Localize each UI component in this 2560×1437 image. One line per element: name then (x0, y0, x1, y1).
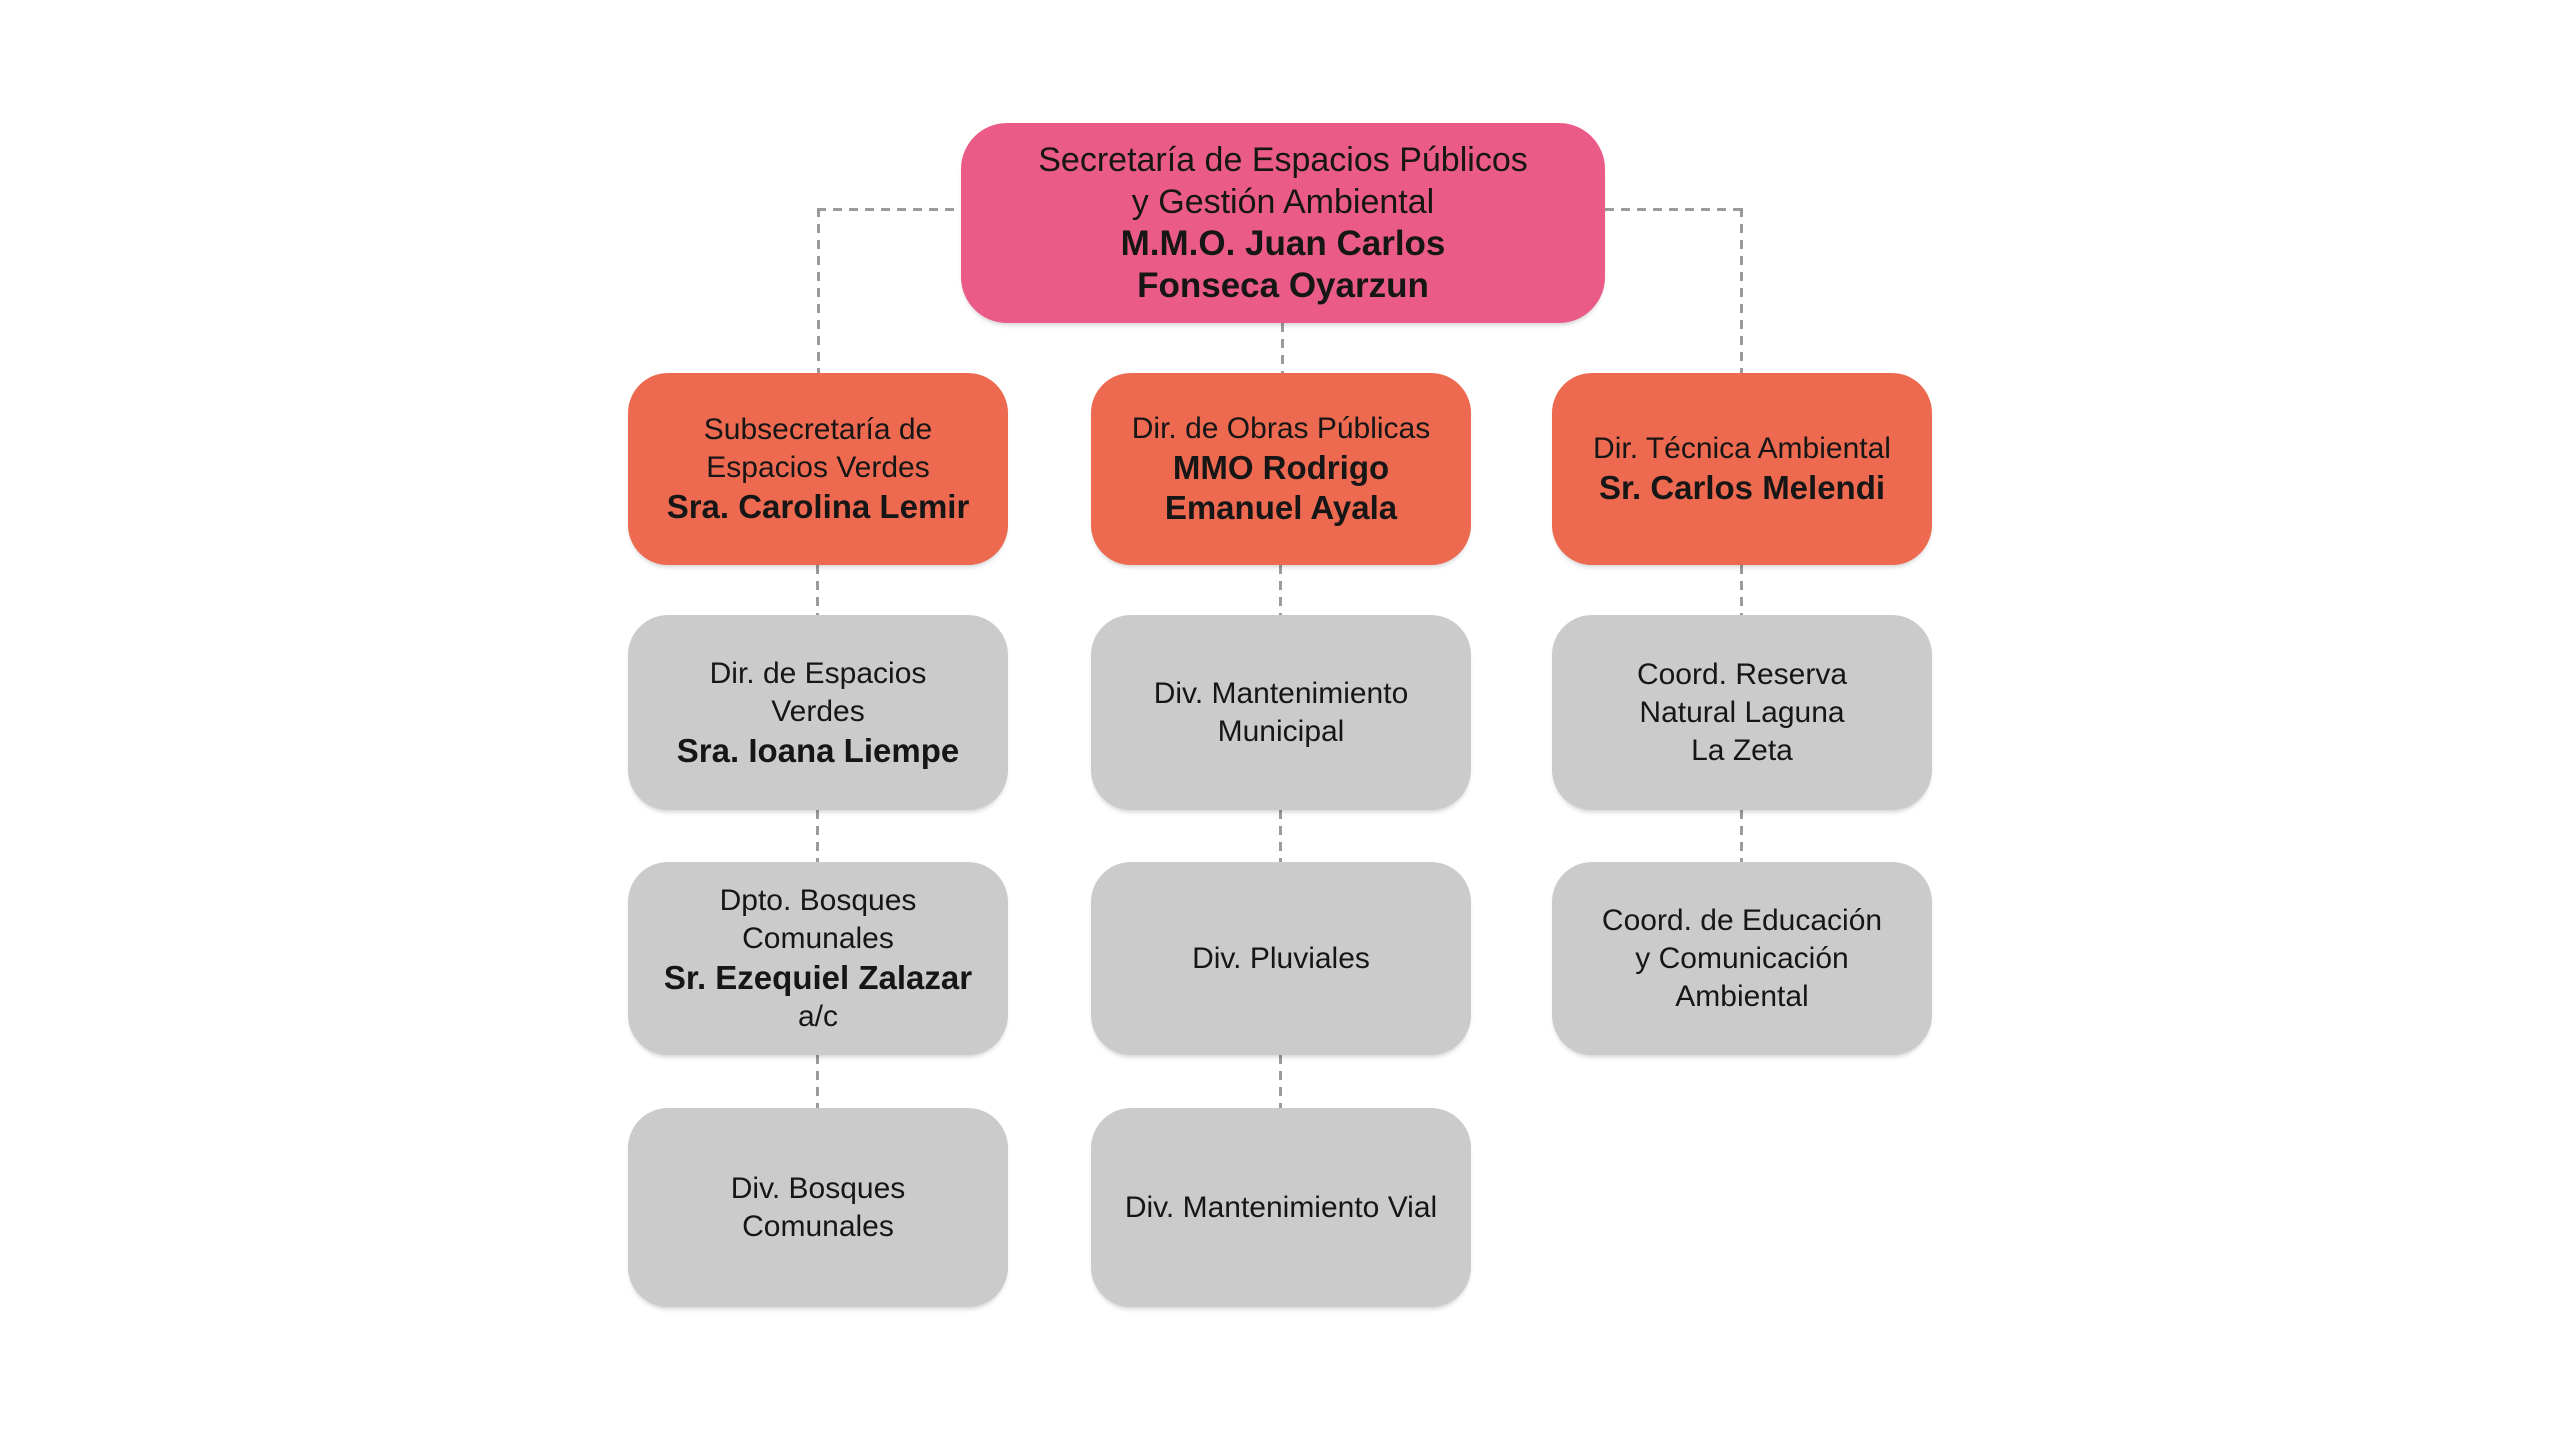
org-box-text-line: Secretaría de Espacios Públicos (1038, 141, 1528, 179)
org-box-text-line: Fonseca Oyarzun (1137, 266, 1429, 305)
org-box-text-line: Div. Mantenimiento Vial (1124, 1190, 1438, 1224)
org-node-div-pluviales: Div. Pluviales (1091, 862, 1471, 1055)
connector-col3-level3-4 (1740, 810, 1743, 862)
org-box-text-line: Sra. Carolina Lemir (666, 488, 970, 525)
org-box-text-line: Dpto. Bosques (719, 883, 917, 917)
connector-root-right-vertical (1740, 208, 1743, 373)
org-box-text-line: Sra. Ioana Liempe (676, 731, 960, 769)
org-box-text-line: Dir. Técnica Ambiental (1593, 432, 1891, 465)
connector-root-left-horizontal (817, 208, 961, 211)
org-box-text-line: Dir. de Obras Públicas (1131, 412, 1431, 445)
connector-root-middle-vertical (1281, 323, 1284, 373)
org-box-text-line: Emanuel Ayala (1164, 489, 1398, 526)
connector-root-left-vertical (817, 208, 820, 373)
connector-col3-level2-3 (1740, 565, 1743, 615)
connector-col2-level3-4 (1279, 810, 1282, 862)
org-box-text-line: Comunales (742, 921, 894, 955)
org-box-text-line: Coord. Reserva (1636, 657, 1848, 691)
org-box-text-line: Div. Mantenimiento (1153, 676, 1409, 710)
org-box-text-line: a/c (797, 999, 839, 1033)
org-box-text-line: Subsecretaría de (703, 413, 933, 446)
org-box-text-line: La Zeta (1691, 733, 1793, 767)
org-box-text-line: Div. Bosques (730, 1171, 906, 1205)
org-box-text-line: M.M.O. Juan Carlos (1120, 224, 1446, 263)
org-box-text-line: Div. Pluviales (1192, 941, 1370, 975)
connector-col1-level3-4 (816, 810, 819, 862)
org-box-text-line: y Gestión Ambiental (1131, 183, 1435, 221)
connector-col2-level4-5 (1279, 1055, 1282, 1108)
org-node-div-mantenimiento-vial: Div. Mantenimiento Vial (1091, 1108, 1471, 1307)
org-box-text-line: Espacios Verdes (706, 451, 930, 484)
connector-col2-level2-3 (1279, 565, 1282, 615)
org-box-text-line: Natural Laguna (1639, 695, 1845, 729)
connector-col1-level4-5 (816, 1055, 819, 1108)
connector-root-right-horizontal (1605, 208, 1743, 211)
org-box-text-line: Municipal (1217, 714, 1345, 748)
org-box-text-line: Ambiental (1675, 979, 1809, 1013)
connector-col1-level2-3 (816, 565, 819, 615)
org-box-text-line: Dir. de Espacios (709, 656, 927, 690)
org-node-secretaria-root: Secretaría de Espacios Públicos y Gestión… (961, 123, 1605, 323)
org-box-text-line: Sr. Ezequiel Zalazar (663, 958, 973, 996)
org-box-text-line: Comunales (742, 1209, 894, 1243)
org-box-text-line: Sr. Carlos Melendi (1598, 469, 1886, 506)
org-box-text-line: y Comunicación (1635, 941, 1849, 975)
org-box-text-line: MMO Rodrigo (1172, 449, 1390, 486)
org-box-text-line: Verdes (771, 694, 865, 728)
org-box-text-line: Coord. de Educación (1601, 903, 1883, 937)
